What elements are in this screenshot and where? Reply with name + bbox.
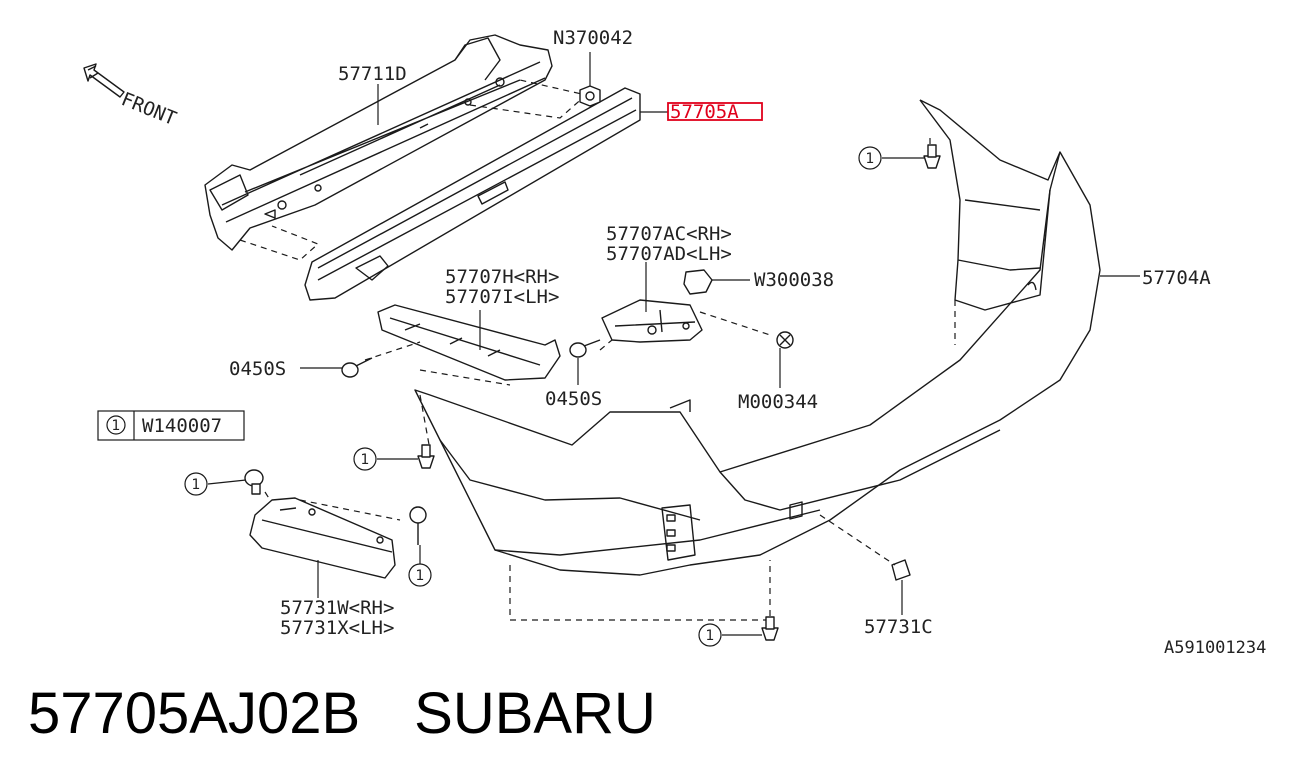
label-M000344: M000344	[738, 391, 818, 413]
pushpin-clip-guard-icon	[409, 506, 427, 545]
highlighted-part-label[interactable]: 57705A	[667, 101, 763, 123]
screw-0450S-center-icon	[569, 339, 601, 358]
screw-M000344-icon	[776, 331, 794, 349]
callout-1-mid: 1	[353, 447, 377, 471]
label-57707AD: 57707AD<LH>	[606, 243, 732, 265]
label-0450S-left: 0450S	[229, 358, 286, 380]
label-57707H: 57707H<RH>	[445, 266, 559, 288]
brand-name: SUBARU	[414, 681, 656, 746]
pushpin-clip-left-icon	[244, 469, 264, 495]
svg-text:1: 1	[866, 151, 875, 167]
label-57705A: 57705A	[670, 101, 739, 123]
label-57731X: 57731X<LH>	[280, 617, 394, 639]
callout-1-left: 1	[184, 472, 208, 496]
front-arrow: FRONT	[83, 63, 179, 130]
bracket-57707H	[377, 304, 561, 381]
label-57704A: 57704A	[1142, 267, 1211, 289]
label-W300038: W300038	[754, 269, 834, 291]
screw-0450S-left-icon	[341, 357, 373, 378]
clip-N370042-icon	[579, 85, 601, 107]
energy-absorber-57705A	[304, 87, 641, 301]
caption: 57705AJ02B SUBARU	[28, 680, 656, 747]
bumper-reinforcement-beam	[204, 34, 553, 251]
label-N370042: N370042	[553, 27, 633, 49]
label-57707I: 57707I<LH>	[445, 286, 559, 308]
label-0450S-center: 0450S	[545, 388, 602, 410]
svg-text:1: 1	[416, 568, 425, 584]
mud-guard-57731W	[249, 497, 396, 579]
callout-1-top-right: 1	[858, 146, 882, 170]
front-label: FRONT	[118, 88, 179, 130]
nut-W300038-icon	[683, 269, 713, 295]
clip-57731C-icon	[891, 559, 911, 581]
bracket-57707AC	[601, 299, 703, 343]
pushpin-clip-bottom-icon	[761, 616, 779, 641]
bumper-cover-57704A	[414, 99, 1101, 576]
label-57711D: 57711D	[338, 63, 407, 85]
label-57731W: 57731W<RH>	[280, 597, 394, 619]
legend-box: 1 W140007	[97, 410, 245, 441]
svg-text:1: 1	[192, 477, 201, 493]
parts-diagram: FRONT	[83, 27, 1266, 658]
label-57731C: 57731C	[864, 616, 933, 638]
svg-text:1: 1	[361, 452, 370, 468]
svg-text:1: 1	[706, 628, 715, 644]
part-number: 57705AJ02B	[28, 681, 361, 746]
diagram-code: A591001234	[1164, 638, 1266, 658]
svg-text:1: 1	[112, 418, 121, 434]
callout-1-guard: 1	[408, 563, 432, 587]
callout-1-bottom: 1	[698, 623, 722, 647]
pushpin-clip-top-right-icon	[923, 144, 941, 169]
label-57707AC: 57707AC<RH>	[606, 223, 732, 245]
label-W140007: W140007	[142, 415, 222, 437]
pushpin-clip-mid-icon	[417, 444, 435, 469]
